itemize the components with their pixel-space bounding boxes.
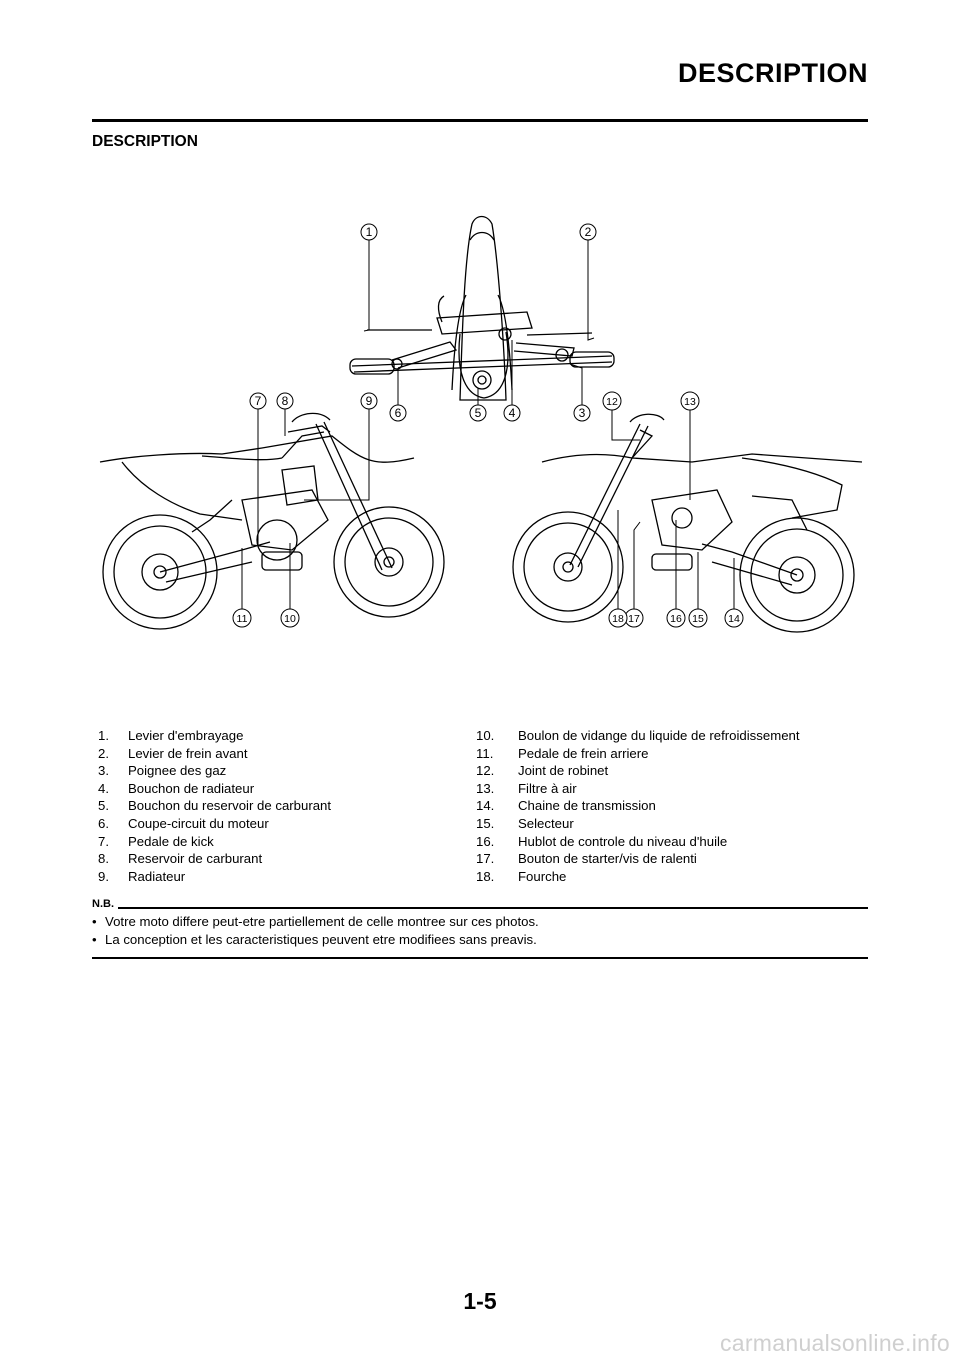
callout-7: 7 [249,392,267,410]
svg-text:6: 6 [395,406,402,420]
callout-4: 4 [503,404,521,422]
callout-8: 8 [276,392,294,410]
header-rule [92,119,868,122]
legend-item: 14.Chaine de transmission [476,798,656,814]
svg-text:14: 14 [728,613,740,625]
callout-11: 11 [232,608,252,628]
svg-text:18: 18 [612,613,624,625]
svg-text:9: 9 [366,394,373,408]
legend-item: 15.Selecteur [476,815,574,831]
leader-lines [241,240,735,609]
svg-text:13: 13 [684,396,696,408]
legend-item: 7.Pedale de kick [98,833,214,849]
legend-item: 6.Coupe-circuit du moteur [98,815,269,831]
legend-item: 5.Bouchon du reservoir de carburant [98,798,332,814]
svg-text:2: 2 [585,225,592,239]
callout-14: 14 [724,608,744,628]
svg-text:15: 15 [692,613,704,625]
callout-13: 13 [680,391,700,411]
legend-item: 10.Boulon de vidange du liquide de refro… [476,728,800,743]
callout-12: 12 [602,391,622,411]
note-box: N.B. •Votre moto differe peut-etre parti… [92,898,868,959]
bullet-icon: • [92,914,97,929]
motorcycle-diagram: 1 2 3 4 5 6 7 8 9 10 11 12 13 14 15 16 1… [99,215,863,633]
svg-text:17: 17 [628,613,640,625]
bike-left-side-view [99,412,445,630]
page-header-title: DESCRIPTION [677,58,868,88]
svg-text:5: 5 [475,406,482,420]
legend-item: 16.Hublot de controle du niveau d'huile [476,833,728,849]
legend-item: 17.Bouton de starter/vis de ralenti [476,851,697,867]
note-header: N.B. [92,898,868,910]
legend-item: 3.Poignee des gaz [98,763,227,779]
legend-item: 9.Radiateur [98,868,186,884]
callout-2: 2 [579,223,597,241]
legend-item: 2.Levier de frein avant [98,745,248,761]
note-list: •Votre moto differe peut-etre partiellem… [92,913,868,949]
legend-item: 1.Levier d'embrayage [98,728,244,743]
legend-item: 11.Pedale de frein arriere [476,745,649,761]
svg-text:1: 1 [366,225,373,239]
callout-17: 17 [624,608,644,628]
callout-18: 18 [608,608,628,628]
svg-text:4: 4 [509,406,516,420]
handlebar-top-view [349,215,615,401]
watermark: carmanualsonline.info [719,1330,950,1356]
note-bottom-rule [92,957,868,959]
svg-text:12: 12 [606,396,618,408]
note-label: N.B. [92,898,114,910]
legend-item: 13.Filtre à air [476,780,577,796]
page-number: 1-5 [463,1288,497,1314]
legend-item: 4.Bouchon de radiateur [98,780,255,796]
legend-column-left: 1.Levier d'embrayage 2.Levier de frein a… [98,727,478,885]
callout-15: 15 [688,608,708,628]
svg-text:8: 8 [282,394,289,408]
note-item: •La conception et les caracteristiques p… [92,932,537,947]
callout-1: 1 [360,223,378,241]
bullet-icon: • [92,932,97,947]
callout-6: 6 [389,404,407,422]
legend-item: 18.Fourche [476,868,567,884]
svg-text:10: 10 [284,613,296,625]
legend-item: 8.Reservoir de carburant [98,851,263,867]
svg-text:11: 11 [237,613,248,625]
callout-3: 3 [573,404,591,422]
callout-5: 5 [469,404,487,422]
callout-10: 10 [280,608,300,628]
callout-16: 16 [666,608,686,628]
note-rule [118,907,868,909]
legend-item: 12.Joint de robinet [476,763,609,779]
callout-9: 9 [360,392,378,410]
svg-text:7: 7 [255,394,262,408]
note-item: •Votre moto differe peut-etre partiellem… [92,914,539,929]
legend-column-right: 10.Boulon de vidange du liquide de refro… [476,727,876,885]
section-title: DESCRIPTION [92,133,198,150]
svg-text:3: 3 [579,406,586,420]
svg-text:16: 16 [670,613,682,625]
bike-right-side-view [512,413,863,633]
